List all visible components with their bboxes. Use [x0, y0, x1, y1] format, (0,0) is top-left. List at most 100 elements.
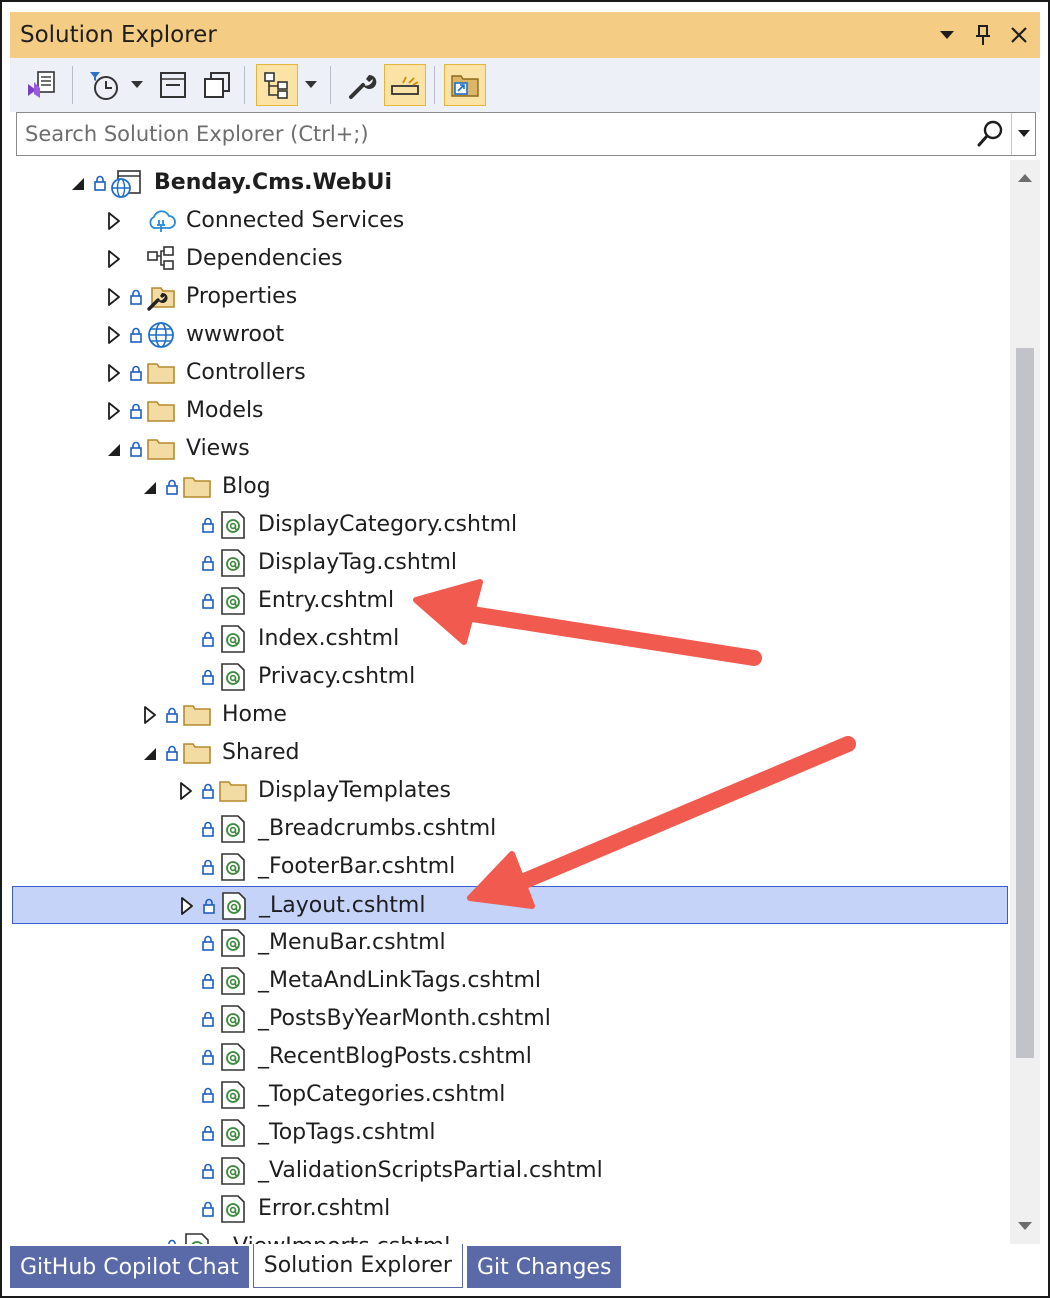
razor-file-icon — [218, 1080, 248, 1110]
tree-row[interactable]: Views — [12, 430, 1008, 468]
collapsed-arrow-icon[interactable] — [106, 402, 122, 420]
collapsed-arrow-icon[interactable] — [178, 782, 194, 800]
filter-dropdown-icon[interactable] — [130, 78, 144, 92]
source-control-lock-icon — [202, 1087, 214, 1103]
window-position-dropdown-icon[interactable] — [936, 24, 958, 46]
tree-row[interactable]: Index.cshtml — [12, 620, 1008, 658]
tree-item-label: Blog — [222, 474, 271, 499]
tree-row[interactable]: _ViewImports.cshtml — [12, 1228, 1008, 1244]
sync-with-active-document-button[interactable] — [444, 64, 486, 106]
collapsed-arrow-icon[interactable] — [106, 250, 122, 268]
preview-selected-items-button[interactable] — [384, 64, 426, 106]
tree-row[interactable]: Error.cshtml — [12, 1190, 1008, 1228]
tree-row[interactable]: DisplayCategory.cshtml — [12, 506, 1008, 544]
tree-item-label: Privacy.cshtml — [258, 664, 416, 689]
source-control-lock-icon — [202, 593, 214, 609]
tab-git-changes[interactable]: Git Changes — [466, 1246, 622, 1288]
source-control-lock-icon — [130, 327, 142, 343]
tree-item-label: _TopCategories.cshtml — [258, 1082, 506, 1107]
tree-row[interactable]: Dependencies — [12, 240, 1008, 278]
source-control-lock-icon — [166, 745, 178, 761]
collapse-all-button[interactable] — [152, 64, 194, 106]
expanded-arrow-icon[interactable] — [70, 174, 86, 192]
tree-row[interactable]: Entry.cshtml — [12, 582, 1008, 620]
collapsed-arrow-icon[interactable] — [142, 706, 158, 724]
search-icon[interactable] — [975, 119, 1005, 149]
source-control-lock-icon — [202, 1163, 214, 1179]
tree-row[interactable]: Models — [12, 392, 1008, 430]
razor-file-icon — [218, 662, 248, 692]
source-control-lock-icon — [202, 555, 214, 571]
tree-row[interactable]: _PostsByYearMonth.cshtml — [12, 1000, 1008, 1038]
source-control-lock-icon — [202, 783, 214, 799]
properties-button[interactable] — [340, 64, 382, 106]
tree-row[interactable]: _Breadcrumbs.cshtml — [12, 810, 1008, 848]
show-all-files-dropdown-icon[interactable] — [304, 78, 318, 92]
pending-changes-filter-button[interactable] — [82, 64, 124, 106]
source-control-lock-icon — [130, 403, 142, 419]
tree-row[interactable]: Controllers — [12, 354, 1008, 392]
tree-row[interactable]: wwwroot — [12, 316, 1008, 354]
tab-solution-explorer[interactable]: Solution Explorer — [252, 1244, 463, 1288]
search-options-dropdown-icon[interactable] — [1011, 113, 1035, 155]
tree-item-label: DisplayTag.cshtml — [258, 550, 457, 575]
title-controls — [936, 12, 1030, 58]
tree-row[interactable]: Connected Services — [12, 202, 1008, 240]
collapsed-arrow-icon[interactable] — [106, 364, 122, 382]
source-control-lock-icon — [202, 631, 214, 647]
tree-row[interactable]: _RecentBlogPosts.cshtml — [12, 1038, 1008, 1076]
tree-row[interactable]: _MenuBar.cshtml — [12, 924, 1008, 962]
source-control-lock-icon — [202, 517, 214, 533]
tree-row[interactable]: Properties — [12, 278, 1008, 316]
folder-icon — [146, 358, 176, 388]
collapsed-arrow-icon[interactable] — [106, 212, 122, 230]
tab-github-copilot-chat[interactable]: GitHub Copilot Chat — [10, 1246, 249, 1288]
show-all-files-button[interactable] — [256, 64, 298, 106]
tree-row[interactable]: Privacy.cshtml — [12, 658, 1008, 696]
pin-icon[interactable] — [972, 24, 994, 46]
collapsed-arrow-icon[interactable] — [106, 326, 122, 344]
scroll-up-icon[interactable] — [1010, 164, 1040, 192]
tree-item-label: Entry.cshtml — [258, 588, 395, 613]
tree-item-label: Connected Services — [186, 208, 405, 233]
tree-row[interactable]: Home — [12, 696, 1008, 734]
close-icon[interactable] — [1008, 24, 1030, 46]
preview-icon — [391, 76, 419, 95]
expanded-arrow-icon[interactable] — [142, 744, 158, 762]
search-input[interactable] — [17, 122, 967, 146]
tree-row[interactable]: Shared — [12, 734, 1008, 772]
tree-row[interactable]: Blog — [12, 468, 1008, 506]
scroll-thumb[interactable] — [1016, 348, 1034, 1058]
tree-row[interactable]: _TopCategories.cshtml — [12, 1076, 1008, 1114]
tree-row[interactable]: Benday.Cms.WebUi — [12, 164, 1008, 202]
vertical-scrollbar[interactable] — [1010, 160, 1040, 1244]
switch-views-button[interactable] — [20, 64, 62, 106]
copy-view-button[interactable] — [196, 64, 238, 106]
razor-file-icon — [218, 928, 248, 958]
tree-row[interactable]: _ValidationScriptsPartial.cshtml — [12, 1152, 1008, 1190]
collapse-all-icon — [160, 72, 186, 98]
tree-item-label: Views — [186, 436, 250, 461]
tree-row[interactable]: _FooterBar.cshtml — [12, 848, 1008, 886]
tree-row[interactable]: DisplayTemplates — [12, 772, 1008, 810]
collapsed-arrow-icon[interactable] — [106, 288, 122, 306]
razor-file-icon — [218, 586, 248, 616]
scroll-down-icon[interactable] — [1010, 1212, 1040, 1240]
source-control-lock-icon — [166, 707, 178, 723]
toolbar-separator — [330, 66, 331, 104]
tree-row[interactable]: _TopTags.cshtml — [12, 1114, 1008, 1152]
properties-folder-icon — [146, 282, 176, 312]
tree-item-label: Dependencies — [186, 246, 343, 271]
tree-row[interactable]: _Layout.cshtml — [12, 886, 1008, 924]
tree-item-label: _ViewImports.cshtml — [222, 1232, 450, 1244]
folder-icon — [182, 472, 212, 502]
dependencies-icon — [146, 244, 176, 274]
source-control-lock-icon — [130, 289, 142, 305]
tree-row[interactable]: DisplayTag.cshtml — [12, 544, 1008, 582]
tree-row[interactable]: _MetaAndLinkTags.cshtml — [12, 962, 1008, 1000]
collapsed-arrow-icon[interactable] — [179, 897, 195, 915]
tree-item-label: Controllers — [186, 360, 306, 385]
expanded-arrow-icon[interactable] — [142, 478, 158, 496]
wrench-icon — [349, 74, 377, 99]
expanded-arrow-icon[interactable] — [106, 440, 122, 458]
